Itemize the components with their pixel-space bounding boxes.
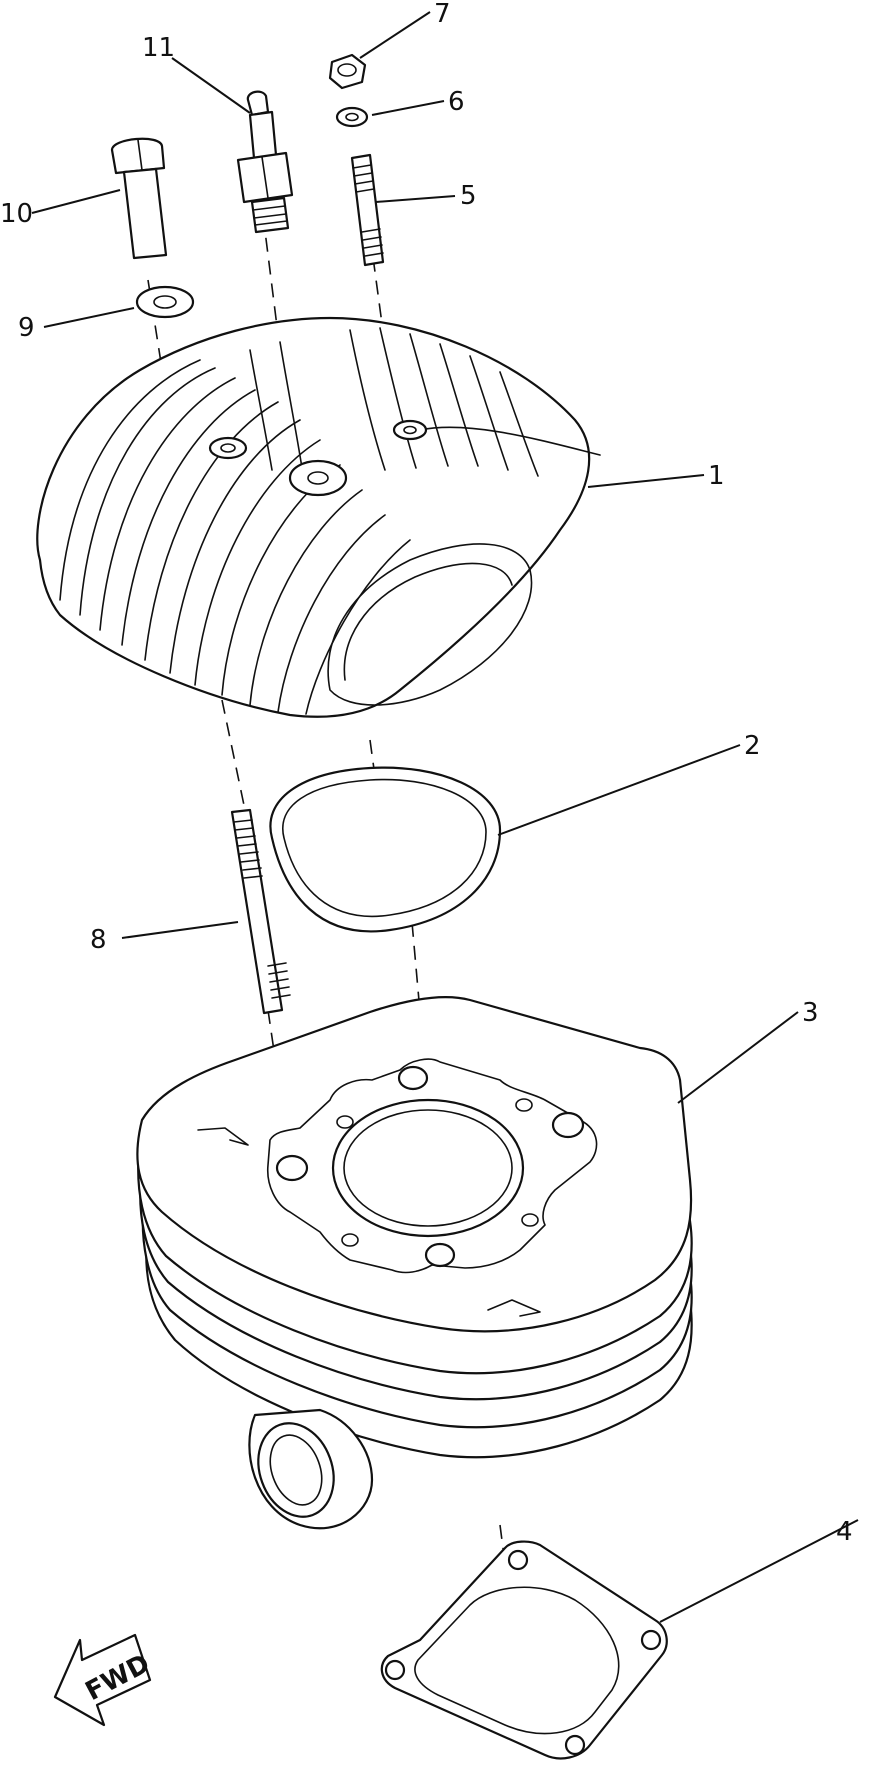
part-base-gasket: [380, 1540, 668, 1760]
centerline-spark-plug: [262, 214, 291, 431]
callout-3: 3: [802, 998, 819, 1028]
part-head-gasket: [269, 766, 502, 933]
part-spark-plug: [236, 90, 294, 234]
part-stud-short: [350, 153, 385, 267]
callout-4: 4: [836, 1517, 853, 1547]
part-cylinder: [136, 996, 693, 1530]
part-stud-long: [230, 808, 291, 1015]
leader-lines: [31, 11, 859, 1623]
callout-6: 6: [448, 87, 465, 117]
callout-labels: 1 2 3 4 5 6 7 8 9 10 11: [0, 0, 853, 1547]
part-cylinder-head: [36, 316, 601, 718]
callout-5: 5: [460, 181, 477, 211]
part-nut: [328, 53, 367, 90]
centerline-stud-8-upper: [221, 699, 246, 811]
callout-9: 9: [18, 313, 35, 343]
callout-2: 2: [744, 731, 761, 761]
forward-direction-arrow: FWD: [53, 1633, 155, 1727]
callout-1: 1: [708, 461, 725, 491]
part-bolt: [110, 137, 168, 260]
part-washer-bolt: [135, 285, 195, 319]
callout-8: 8: [90, 925, 107, 955]
callout-7: 7: [434, 0, 451, 29]
callout-10: 10: [0, 199, 33, 229]
callout-11: 11: [142, 33, 175, 63]
part-washer-small: [335, 106, 369, 128]
